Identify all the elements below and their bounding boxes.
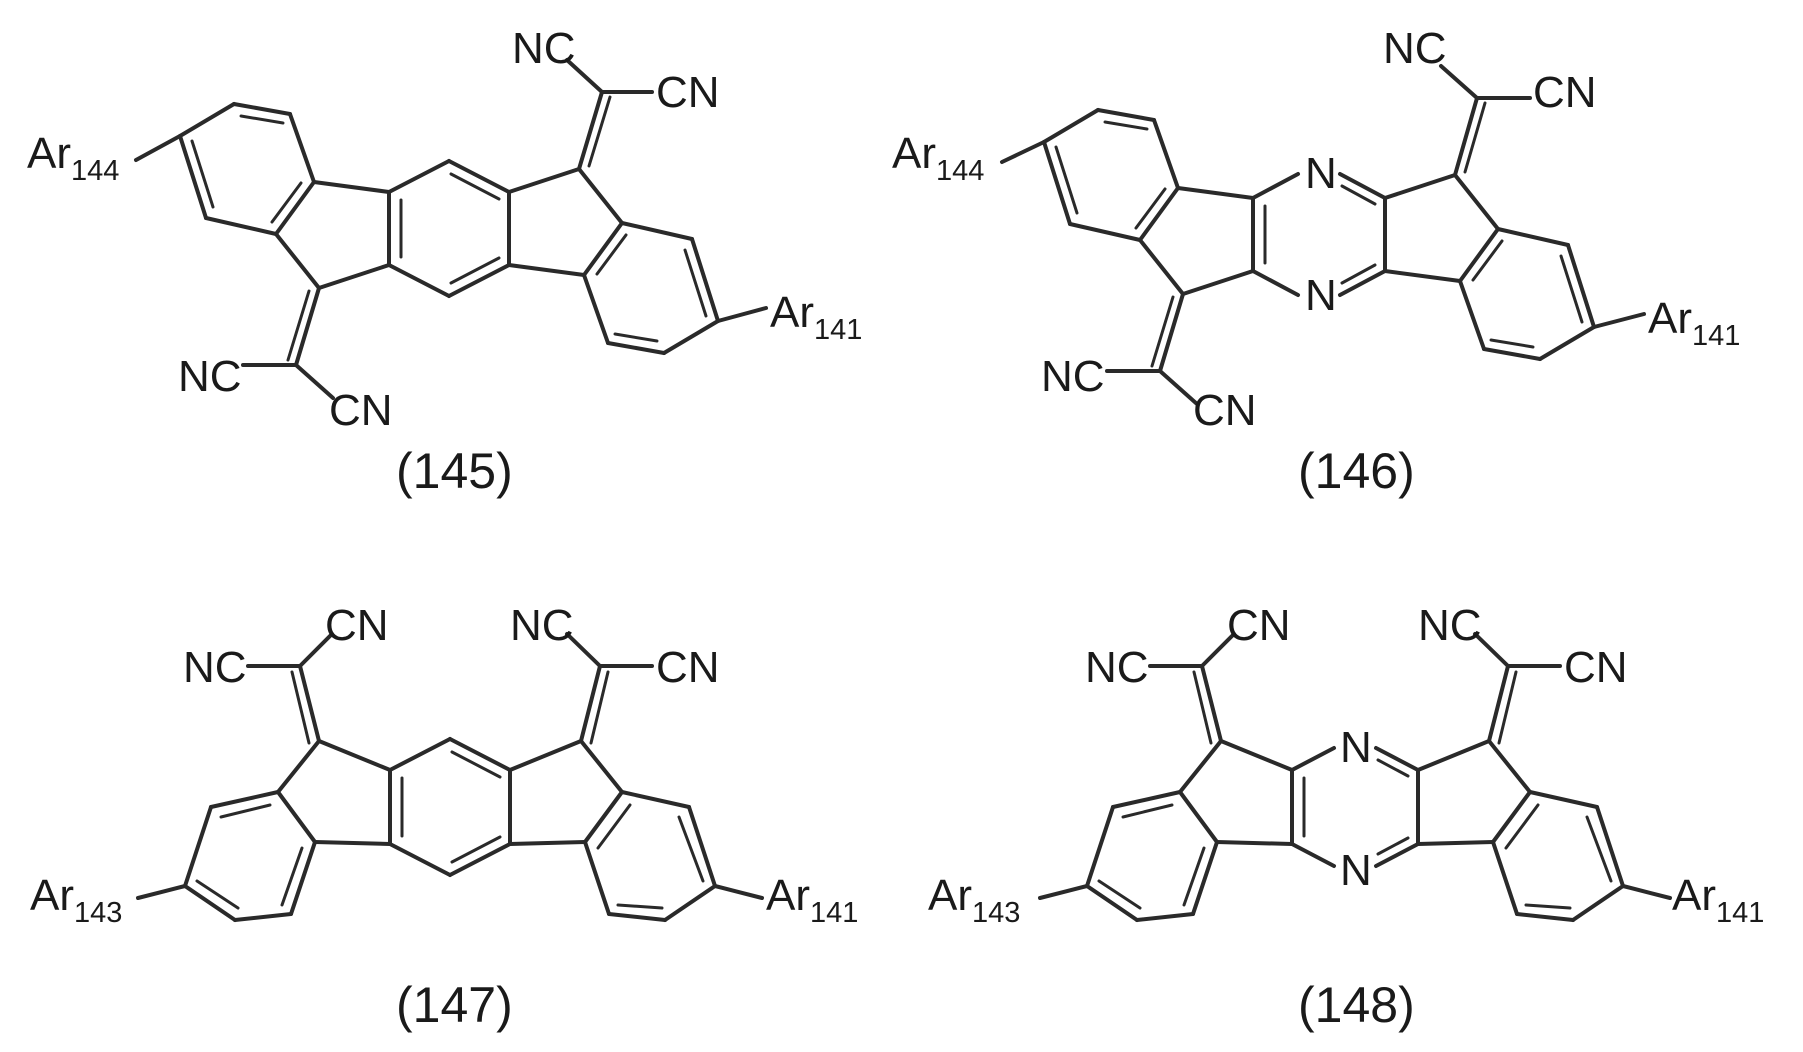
nc-label: NC (510, 601, 574, 650)
dicyanomethylene-bottom (243, 288, 333, 398)
nc-label: NC (178, 352, 242, 401)
aryl-label-right: Ar141 (1648, 294, 1740, 352)
cn-label: CN (656, 643, 720, 692)
aryl-label-left: Ar143 (928, 871, 1020, 929)
aryl-label-right: Ar141 (770, 288, 862, 346)
aryl-substituent-bonds (138, 886, 762, 898)
right-benzene-ring (585, 792, 715, 920)
nc-label: NC (183, 643, 247, 692)
right-five-ring (1418, 741, 1530, 844)
compound-number: (145) (396, 443, 513, 499)
aryl-label-left: Ar144 (27, 129, 119, 187)
cn-label: CN (1533, 68, 1597, 117)
left-benzene-ring (1087, 792, 1217, 920)
compound-number: (146) (1298, 443, 1415, 499)
nc-label: NC (512, 24, 576, 73)
left-five-ring (278, 741, 390, 844)
compound-145: NC CN NC CN Ar144 Ar141 (145) (27, 24, 862, 499)
aryl-label-right: Ar141 (766, 871, 858, 929)
nc-label: NC (1418, 601, 1482, 650)
dicyanomethylene-top (1441, 66, 1530, 175)
right-five-ring (509, 169, 622, 275)
dicyanomethylene-bottom (1107, 294, 1197, 404)
left-five-ring (276, 182, 389, 288)
compound-number: (147) (396, 977, 513, 1033)
nc-label: NC (1383, 24, 1447, 73)
nitrogen-label: N (1305, 271, 1337, 320)
dicyanomethylene-left (248, 634, 332, 743)
cn-label: CN (1227, 601, 1291, 650)
central-benzene-ring (389, 161, 509, 296)
compound-147: NC CN NC CN Ar143 Ar141 (147) (30, 601, 858, 1033)
left-benzene-ring (185, 792, 315, 920)
left-benzene-ring (1044, 110, 1178, 240)
nitrogen-label: N (1340, 846, 1372, 895)
nitrogen-label: N (1340, 723, 1372, 772)
right-five-ring (1385, 175, 1498, 281)
cn-label: CN (656, 68, 720, 117)
cn-label: CN (325, 601, 389, 650)
dicyanomethylene-right (567, 634, 652, 743)
dicyanomethylene-right (1475, 634, 1560, 743)
compound-146: N N NC CN NC CN Ar144 Ar141 (146) (892, 24, 1740, 499)
right-five-ring (510, 741, 622, 844)
central-benzene-ring (390, 739, 510, 875)
cn-label: CN (1193, 386, 1257, 435)
cn-label: CN (329, 386, 393, 435)
right-benzene-ring (584, 223, 718, 353)
dicyanomethylene-top (567, 60, 652, 169)
left-benzene-ring (180, 104, 314, 234)
aryl-label-right: Ar141 (1672, 871, 1764, 929)
nc-label: NC (1085, 643, 1149, 692)
compound-148: N N NC CN NC CN Ar143 Ar141 (148) (928, 601, 1764, 1033)
nitrogen-label: N (1305, 149, 1337, 198)
right-benzene-ring (1460, 229, 1594, 359)
compound-number: (148) (1298, 977, 1415, 1033)
left-five-ring (1140, 188, 1253, 294)
aryl-label-left: Ar144 (892, 129, 984, 187)
left-five-ring (1180, 741, 1292, 844)
right-benzene-ring (1493, 792, 1623, 920)
cn-label: CN (1564, 643, 1628, 692)
dicyanomethylene-left (1150, 634, 1234, 743)
nc-label: NC (1041, 352, 1105, 401)
aryl-label-left: Ar143 (30, 871, 122, 929)
